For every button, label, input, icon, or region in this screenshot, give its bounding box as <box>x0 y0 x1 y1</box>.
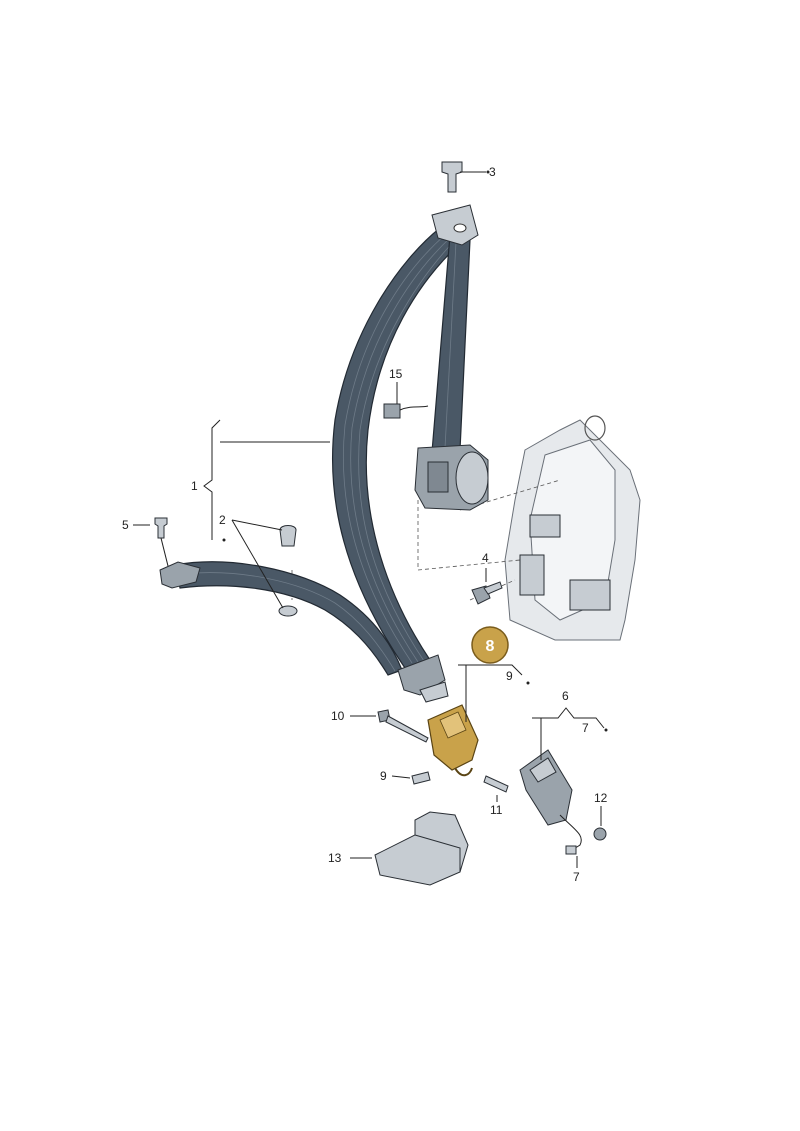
bolt-10-icon <box>377 709 429 743</box>
nut-12-icon <box>593 827 607 841</box>
plug-9-icon <box>411 771 431 785</box>
callout-labels: 3 15 1 2 5 4 9 10 9 11 6 7 12 7 13 <box>122 165 608 884</box>
callout-15: 15 <box>389 367 403 381</box>
sensor-15-icon <box>383 403 429 419</box>
callout-6: 6 <box>562 689 569 703</box>
callout-9-upper: 9 <box>506 669 513 683</box>
buckle-8-highlighted[interactable] <box>427 704 479 777</box>
callout-8-label: 8 <box>486 638 495 655</box>
cap-icon <box>279 525 297 547</box>
callout-13: 13 <box>328 851 342 865</box>
callout-7-lower: 7 <box>573 870 580 884</box>
callout-12: 12 <box>594 791 608 805</box>
connector-7-icon <box>565 845 577 855</box>
cover-13 <box>374 811 469 886</box>
callout-3: 3 <box>489 165 496 179</box>
bolt-3-icon <box>441 161 463 193</box>
belt-tongue <box>397 654 449 703</box>
buckle-6 <box>519 749 582 855</box>
callout-5: 5 <box>122 518 129 532</box>
washer-icon <box>278 605 298 617</box>
callout-8-badge[interactable]: 8 <box>471 626 509 664</box>
leader-lines <box>133 170 608 868</box>
grommet-ring-icon <box>584 415 606 441</box>
callout-10: 10 <box>331 709 345 723</box>
callout-11: 11 <box>490 803 503 817</box>
belt-retractor <box>414 444 489 511</box>
cover-caps-2 <box>278 525 298 617</box>
bolt-4-icon <box>471 581 503 605</box>
callout-9-lower: 9 <box>380 769 387 783</box>
body-pillar-section <box>504 415 641 641</box>
lower-anchor <box>154 517 201 589</box>
callout-4: 4 <box>482 551 489 565</box>
callout-2: 2 <box>219 513 226 527</box>
spring-11-icon <box>483 775 509 793</box>
callout-1: 1 <box>191 479 198 493</box>
upper-anchor <box>431 161 479 246</box>
bolt-5-icon <box>154 517 168 539</box>
callout-7-upper: 7 <box>582 721 589 735</box>
